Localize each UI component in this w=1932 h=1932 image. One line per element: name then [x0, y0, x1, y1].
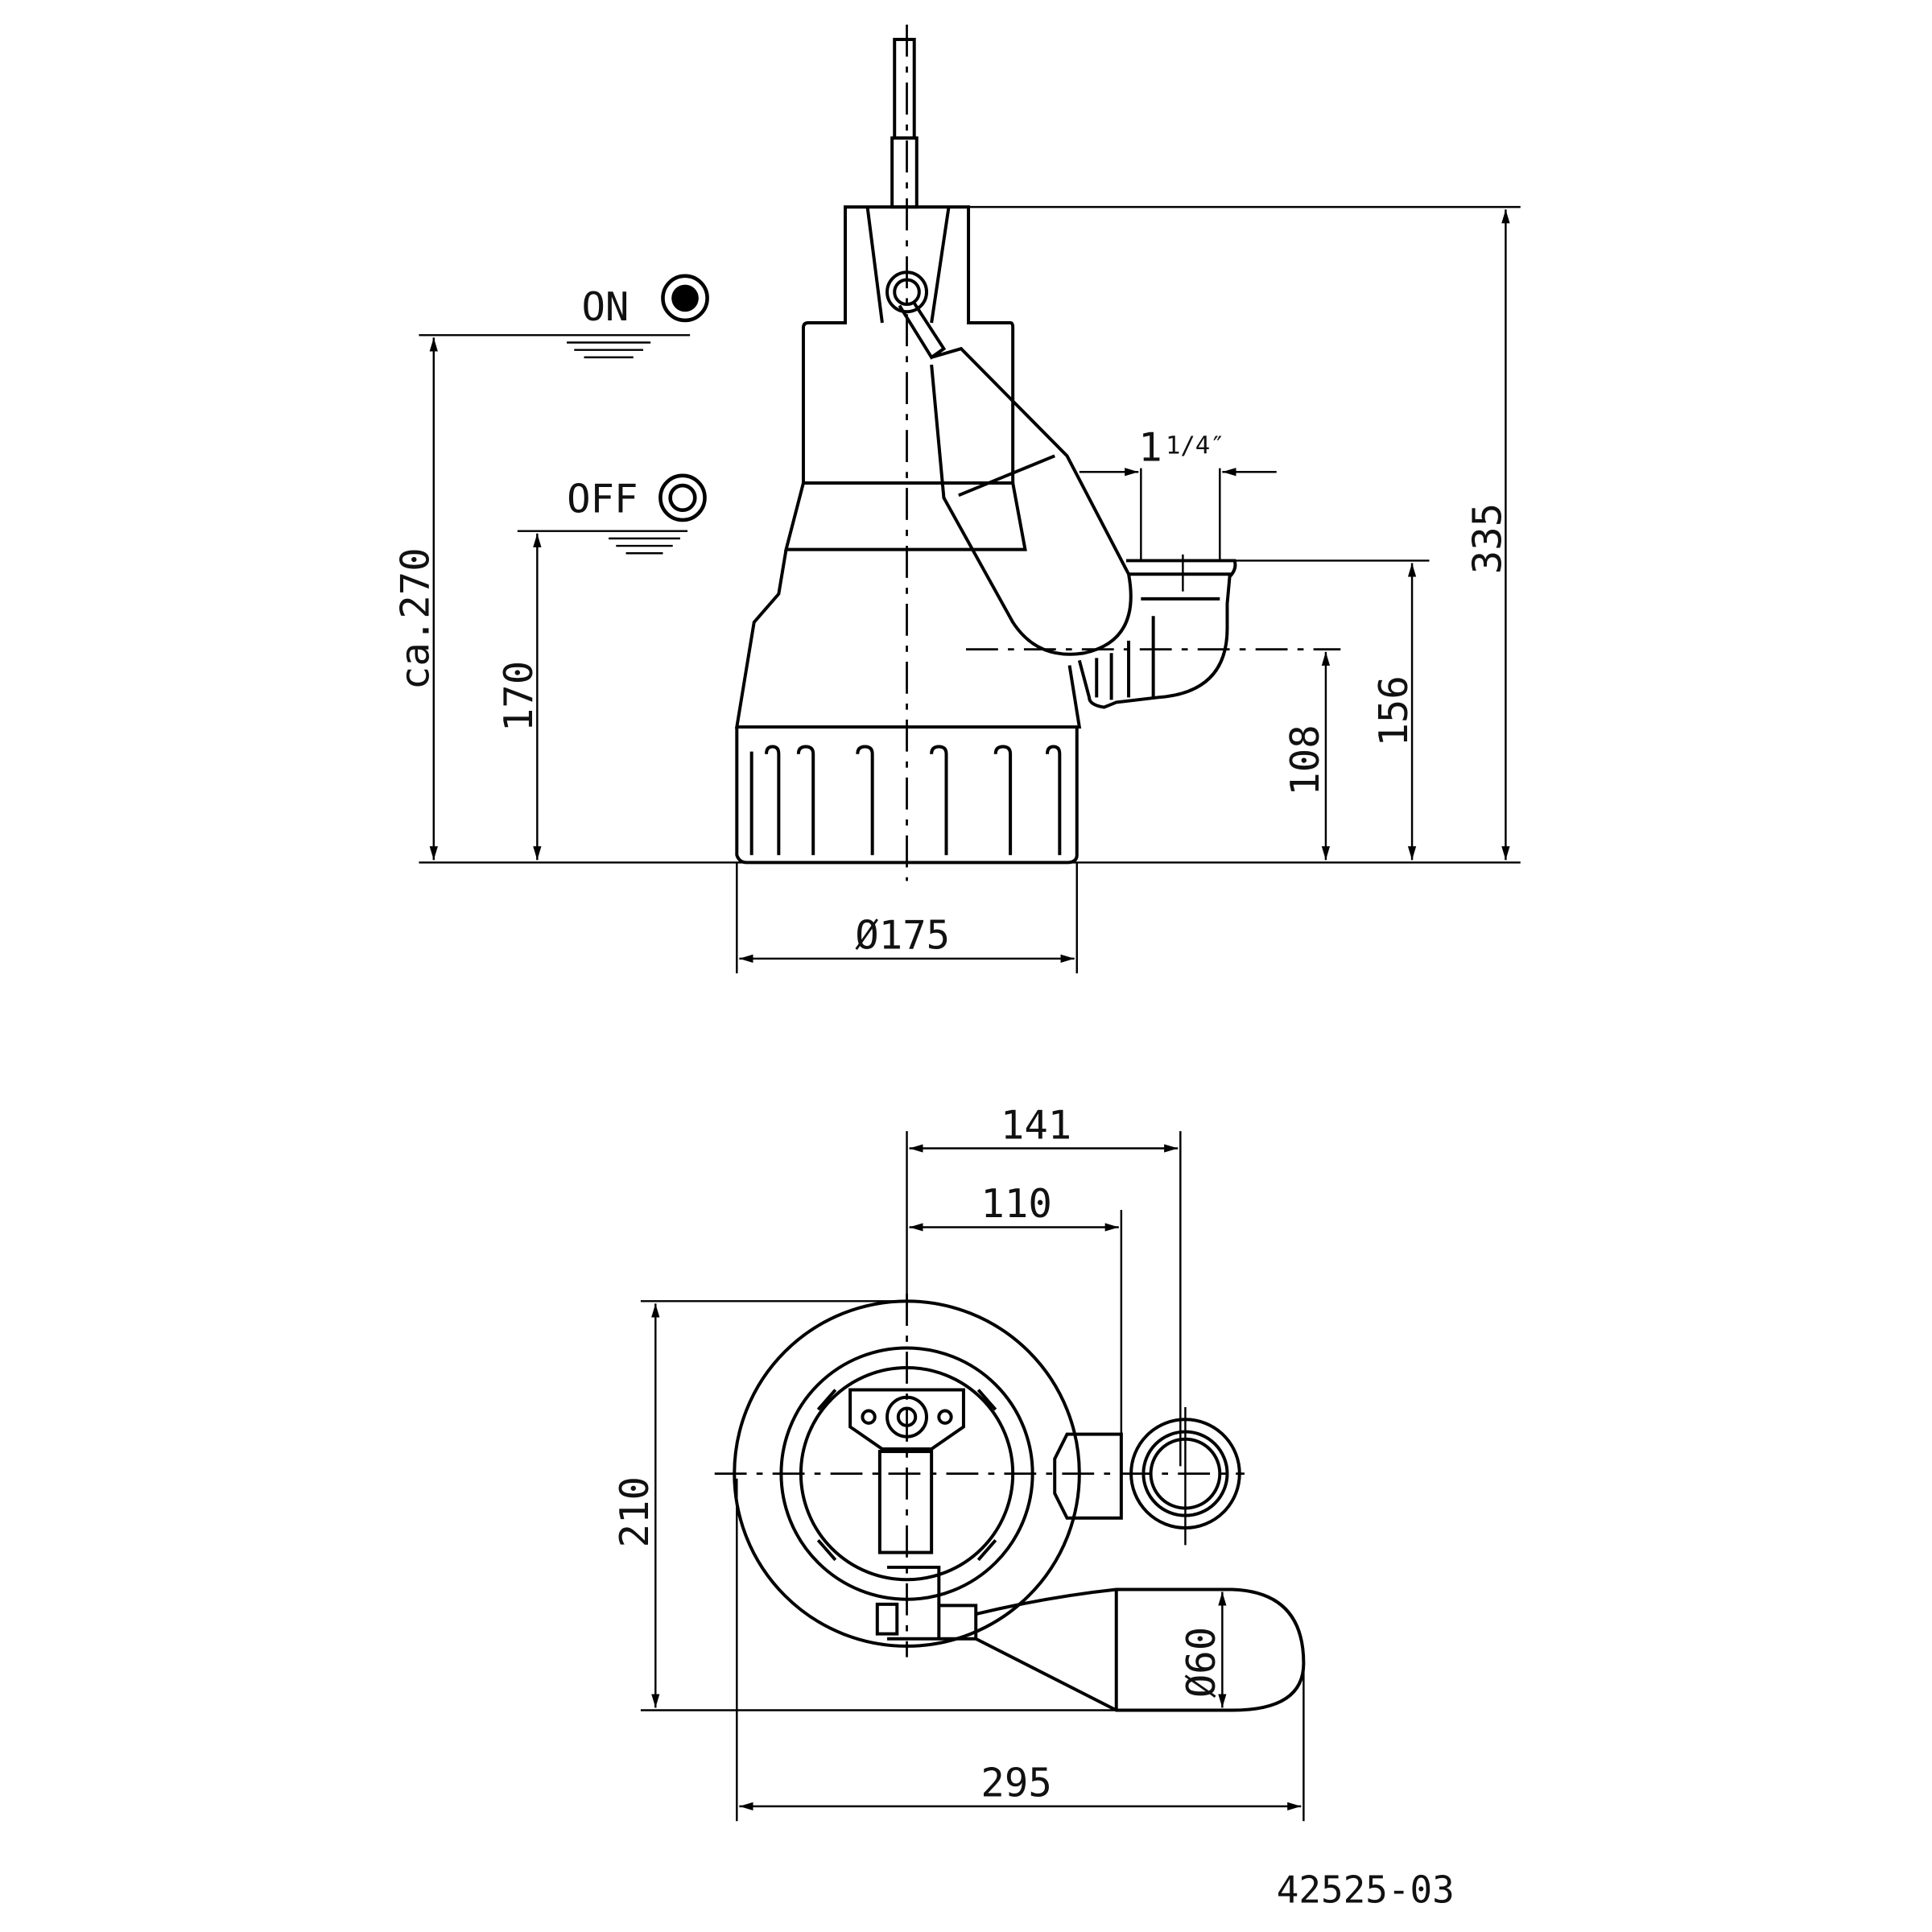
dim-float-diameter: Ø60 — [1179, 1627, 1224, 1698]
on-dot-icon — [671, 284, 699, 312]
pump-head — [801, 205, 1015, 485]
top-view: Ø60 141 110 210 295 — [612, 1102, 1306, 1822]
outlet-stub — [1053, 1432, 1123, 1520]
outlet-pipe-top — [1129, 1406, 1241, 1546]
outlet-elbow — [1077, 554, 1237, 709]
dim-depth: 210 — [612, 1476, 658, 1547]
base-slots — [749, 745, 1062, 856]
dim-thread-main: 1 — [1138, 424, 1162, 470]
on-label: ON — [581, 284, 629, 330]
pump-body — [783, 481, 1027, 551]
dim-outlet-center: 108 — [1282, 724, 1328, 795]
dim-thread-fraction: 1/4″ — [1166, 431, 1225, 460]
dim-overall-width: 295 — [980, 1761, 1051, 1806]
dim-outlet-height: 156 — [1371, 675, 1417, 746]
dim-on-level: ca.270 — [393, 547, 439, 690]
power-cable — [890, 37, 919, 209]
cable-gland-plate — [848, 1388, 965, 1451]
dim-off-level: 170 — [496, 661, 542, 732]
dim-diameter: Ø175 — [855, 913, 950, 959]
off-level-indicator: OFF — [517, 473, 707, 555]
on-level-indicator: ON — [419, 274, 709, 359]
drawing-number: 42525-03 — [1277, 1868, 1455, 1911]
dim-outlet-face-offset: 110 — [980, 1181, 1051, 1227]
dim-outlet-center-offset: 141 — [1001, 1102, 1071, 1148]
off-hollow-circle-icon — [658, 473, 707, 522]
float-switch — [898, 302, 1133, 656]
on-filled-circle-icon — [661, 274, 709, 323]
dim-total-height: 335 — [1464, 503, 1510, 574]
side-view: ON OFF ca.270 170 108 156 — [393, 24, 1521, 974]
off-label: OFF — [567, 477, 638, 522]
float-top: Ø60 — [875, 1565, 1306, 1712]
